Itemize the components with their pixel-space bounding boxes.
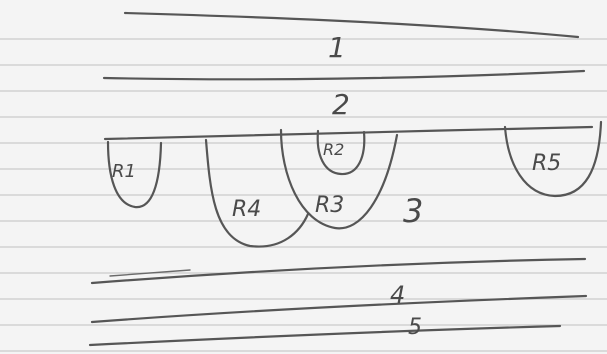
region-label-r1: R1 xyxy=(112,161,136,182)
region-label-r2: R2 xyxy=(323,140,344,159)
layer-label-4: 4 xyxy=(390,281,405,309)
layer-label-1: 1 xyxy=(328,31,346,64)
region-label-r5: R5 xyxy=(532,151,561,176)
layer-label-5: 5 xyxy=(408,315,422,340)
region-label-r4: R4 xyxy=(232,197,261,222)
boundary-top xyxy=(125,13,578,37)
layer-label-3: 3 xyxy=(403,192,423,230)
regions xyxy=(108,122,601,247)
boundary-2-3 xyxy=(105,127,592,139)
boundary-3-4 xyxy=(92,259,585,283)
boundary-1-2 xyxy=(104,71,584,79)
notebook-rules xyxy=(0,39,607,351)
boundary-4-5 xyxy=(92,296,586,322)
region-r4-outline xyxy=(206,140,308,247)
layer-label-2: 2 xyxy=(332,88,350,121)
boundary-bottom xyxy=(90,326,560,345)
region-label-r3: R3 xyxy=(315,193,344,218)
